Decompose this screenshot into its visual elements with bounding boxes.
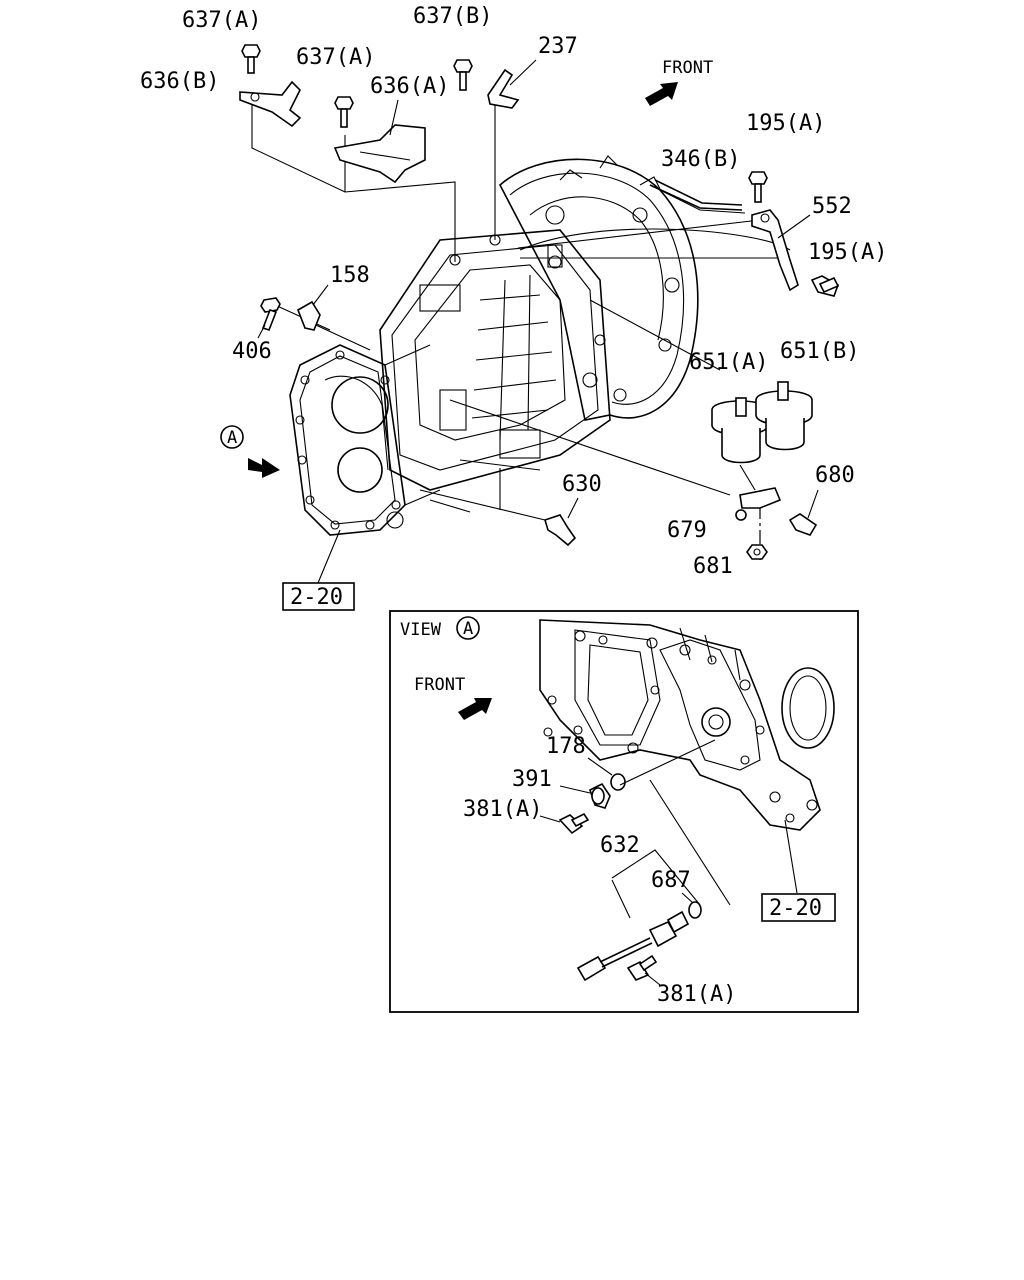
inset-leader-178 [619,739,716,786]
ref-box-2-20-top [282,582,355,611]
label-381a-upper: 381(A) [463,797,542,822]
inset-view-a: VIEW A FRONT 178 391 381(A) 632 687 2-20… [389,610,859,1013]
bracket-679 [735,487,782,521]
bolt-637a-top [241,44,261,74]
sensor-632 [576,910,690,982]
label-651a: 651(A) [689,350,768,375]
label-637b: 637(B) [413,4,492,29]
label-632: 632 [600,833,640,858]
bracket-636b [239,80,302,128]
label-681: 681 [693,554,733,579]
bolt-195a-top [748,171,768,203]
bracket-552 [751,209,799,292]
label-158: 158 [330,263,370,288]
label-679: 679 [667,518,707,543]
bolt-195a-side [810,275,840,297]
inset-case [539,619,835,831]
label-651b: 651(B) [780,339,859,364]
label-178: 178 [546,734,586,759]
bolt-381a-upper [558,812,590,835]
front-arrow-inset [458,698,492,720]
view-a-arrow [220,425,280,478]
label-237: 237 [538,34,578,59]
label-687: 687 [651,868,691,893]
switch-630 [544,514,577,547]
mount-651a [711,397,769,464]
bolt-637b [453,59,473,91]
label-195a-top: 195(A) [746,111,825,136]
inset-leader-632a [611,849,701,906]
label-front-top: FRONT [662,58,713,78]
nut-681 [746,544,768,560]
label-630: 630 [562,472,602,497]
bolt-680 [788,513,818,536]
label-front-inset: FRONT [414,675,465,695]
inset-leader-632b [611,879,631,919]
label-552: 552 [812,194,852,219]
label-381a-lower: 381(A) [657,982,736,1007]
bracket-237 [487,68,520,109]
label-view: VIEW [400,620,442,640]
label-195a-side: 195(A) [808,240,887,265]
inset-leader-group [649,779,731,906]
label-view-a: A [463,619,473,639]
label-2-20-inset: 2-20 [769,896,822,921]
main-labels: 637(A) 637(B) 237 637(A) 636(B) 636(A) F… [140,4,887,611]
label-346b: 346(B) [661,147,740,172]
label-680: 680 [815,463,855,488]
inset-frame [389,610,859,1013]
sensor-391 [589,782,611,809]
label-2-20-top: 2-20 [290,585,343,610]
pipe-346b [649,179,743,211]
mount-651b [755,381,813,451]
bolt-637a-mid [334,96,354,128]
label-view-marker: A [227,428,237,448]
label-637a-top: 637(A) [182,8,261,33]
oring-687 [688,901,702,919]
bolt-406 [260,297,281,331]
leader-lines [251,100,791,584]
front-arrow-top [645,82,678,106]
bolt-381a-lower [626,954,658,981]
oring-178 [610,773,626,791]
view-a-circle [456,616,480,640]
label-391: 391 [512,767,552,792]
inset-leader-2-20 [784,819,798,894]
ref-box-2-20-inset [761,893,836,922]
label-636b: 636(B) [140,69,219,94]
bracket-636a [333,124,426,184]
clip-158 [297,300,321,331]
label-636a: 636(A) [370,74,449,99]
label-406: 406 [232,339,272,364]
label-637a-mid: 637(A) [296,45,375,70]
transmission-case [289,155,699,536]
